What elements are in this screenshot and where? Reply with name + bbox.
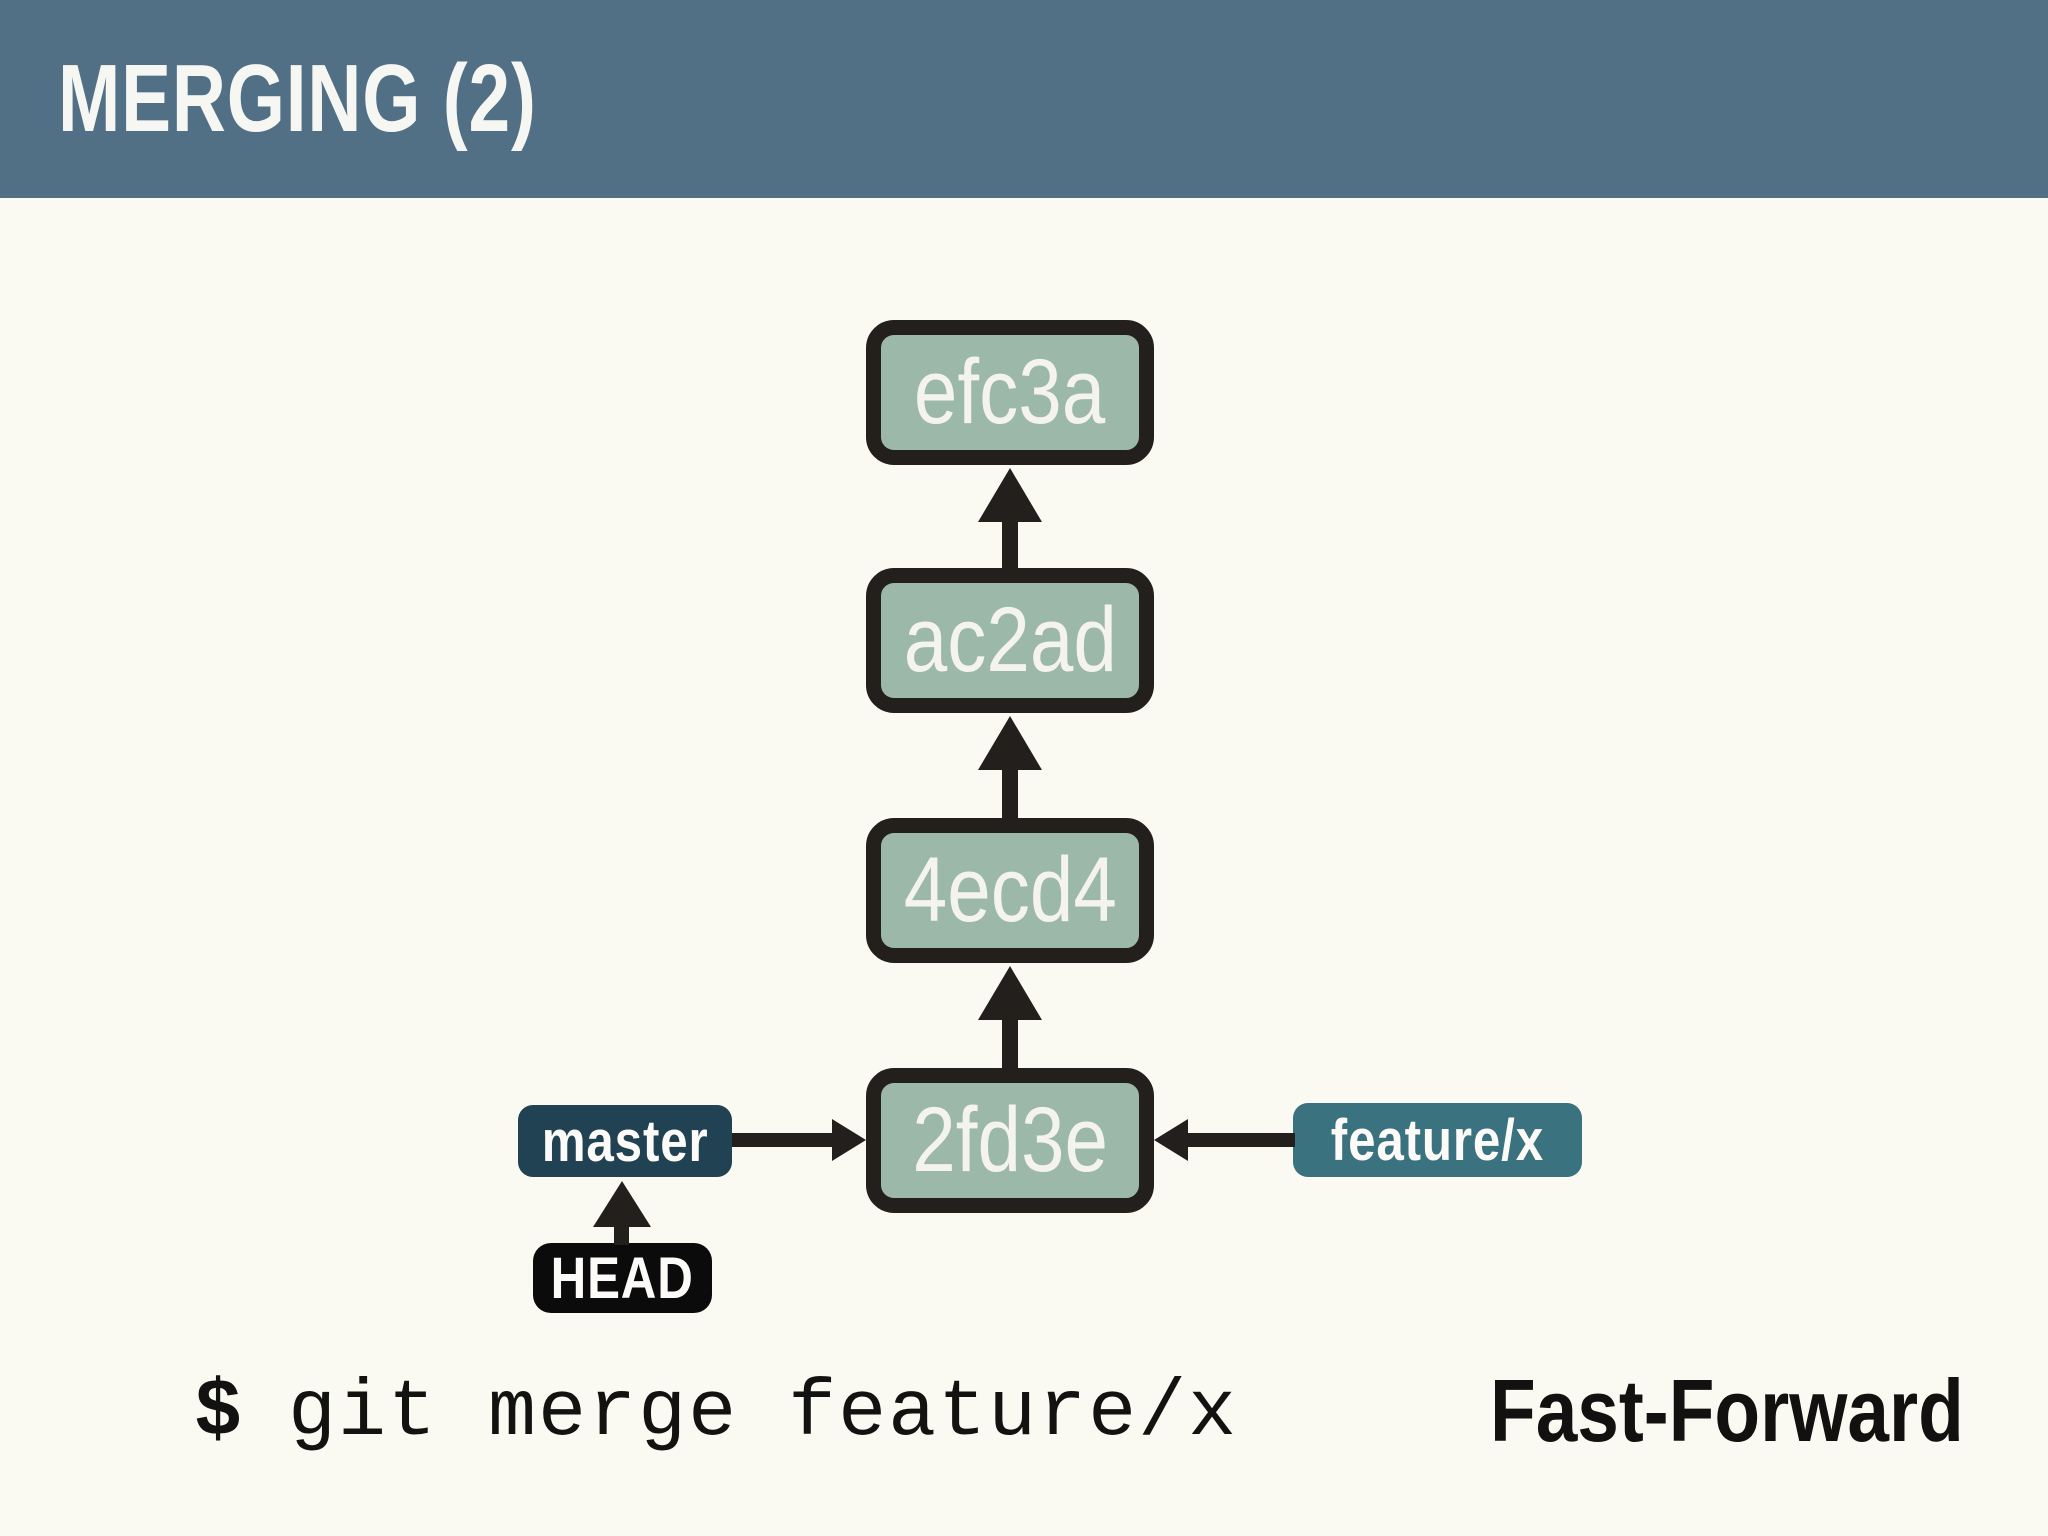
branch-label-master: master	[518, 1105, 732, 1177]
arrow-up-icon	[978, 716, 1042, 770]
header-bar: MERGING (2)	[0, 0, 2048, 198]
arrow-stem	[1002, 766, 1018, 820]
terminal-prompt: $	[194, 1368, 243, 1459]
arrow-stem	[614, 1223, 629, 1245]
arrow-up-icon	[978, 966, 1042, 1020]
branch-label-text: master	[541, 1108, 709, 1174]
slide-title: MERGING (2)	[58, 45, 537, 152]
arrow-up-icon	[593, 1181, 651, 1227]
arrow-left-icon	[1154, 1119, 1188, 1161]
arrow-stem	[1002, 1016, 1018, 1070]
commit-node-efc3a: efc3a	[866, 320, 1154, 465]
terminal-command: git merge feature/x	[288, 1368, 1239, 1459]
arrow-stem	[1184, 1133, 1295, 1147]
commit-id-label: ac2ad	[903, 589, 1117, 691]
commit-id-label: efc3a	[914, 341, 1106, 443]
fast-forward-annotation: Fast-Forward	[1490, 1361, 1964, 1460]
commit-id-label: 2fd3e	[912, 1089, 1108, 1191]
commit-id-label: 4ecd4	[903, 839, 1117, 941]
head-label: HEAD	[533, 1243, 712, 1313]
commit-node-ac2ad: ac2ad	[866, 568, 1154, 713]
commit-node-2fd3e: 2fd3e	[866, 1068, 1154, 1213]
branch-label-feature: feature/x	[1293, 1103, 1582, 1177]
branch-label-text: feature/x	[1330, 1107, 1545, 1173]
arrow-up-icon	[978, 468, 1042, 522]
head-label-text: HEAD	[550, 1245, 695, 1311]
commit-node-4ecd4: 4ecd4	[866, 818, 1154, 963]
arrow-right-icon	[832, 1119, 866, 1161]
arrow-stem	[732, 1133, 836, 1147]
arrow-stem	[1002, 518, 1018, 570]
terminal-command-line: $ git merge feature/x	[194, 1364, 1238, 1474]
